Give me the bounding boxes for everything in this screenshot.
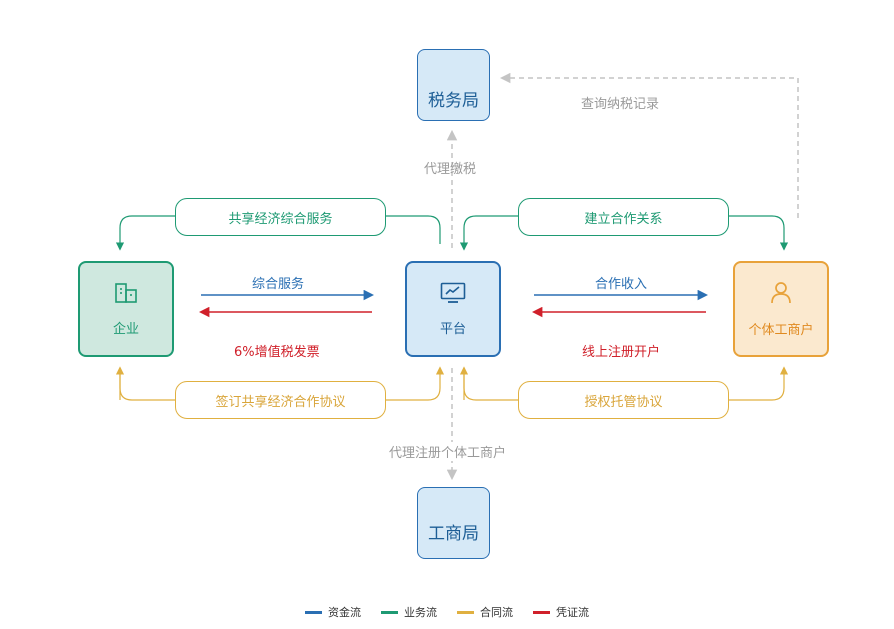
flow-query-tax-label: 查询纳税记录 [581, 97, 660, 112]
flow-build-cooperation: 建立合作关系 [518, 198, 729, 236]
flow-authorize-agreement: 授权托管协议 [518, 381, 729, 419]
flow-build-cooperation-label: 建立合作关系 [584, 211, 663, 227]
edge-build-cooperation-left [459, 215, 520, 251]
flow-authorize-agreement-label: 授权托管协议 [584, 394, 663, 410]
legend-label-contract: 合同流 [480, 606, 513, 619]
legend-label-voucher: 凭证流 [556, 606, 589, 619]
flow-shared-service: 共享经济综合服务 [175, 198, 386, 236]
legend-swatch-contract [457, 610, 474, 614]
individual-label: 个体工商户 [748, 322, 814, 338]
tax-bureau-label: 税务局 [428, 90, 479, 111]
user-icon [770, 281, 792, 309]
node-enterprise: 企业 [78, 261, 174, 357]
legend-item-contract: 合同流 [457, 604, 513, 620]
enterprise-label: 企业 [112, 321, 139, 337]
legend-swatch-business [381, 610, 398, 614]
node-individual: 个体工商户 [733, 261, 829, 357]
flow-comprehensive-service-label: 综合服务 [252, 277, 305, 292]
business-bureau-label: 工商局 [428, 523, 479, 544]
monitor-chart-icon [440, 282, 466, 308]
edge-build-cooperation [771, 215, 789, 251]
legend-swatch-voucher [533, 610, 550, 614]
flow-cooperation-income-label: 合作收入 [595, 277, 648, 292]
flow-agent-register-label: 代理注册个体工商户 [387, 442, 509, 461]
legend-label-fund: 资金流 [328, 606, 361, 619]
legend-label-business: 业务流 [404, 606, 437, 619]
building-icon [114, 282, 138, 308]
flow-sign-agreement-label: 签订共享经济合作协议 [215, 394, 346, 410]
edge-individual-to-tax [499, 72, 799, 218]
node-tax-bureau: 税务局 [417, 49, 490, 121]
legend: 资金流 业务流 合同流 凭证流 [0, 604, 894, 620]
flow-sign-agreement: 签订共享经济合作协议 [175, 381, 386, 419]
legend-swatch-fund [305, 610, 322, 614]
node-platform: 平台 [405, 261, 501, 357]
legend-item-fund: 资金流 [305, 604, 361, 620]
flow-vat-invoice-label: 6%增值税发票 [234, 345, 320, 360]
platform-label: 平台 [439, 321, 466, 337]
legend-item-business: 业务流 [381, 604, 437, 620]
flow-shared-service-label: 共享经济综合服务 [228, 211, 333, 227]
node-business-bureau: 工商局 [417, 487, 490, 559]
flow-online-register-label: 线上注册开户 [582, 345, 661, 360]
flow-agent-tax-label: 代理缴税 [424, 162, 477, 177]
legend-item-voucher: 凭证流 [533, 604, 589, 620]
